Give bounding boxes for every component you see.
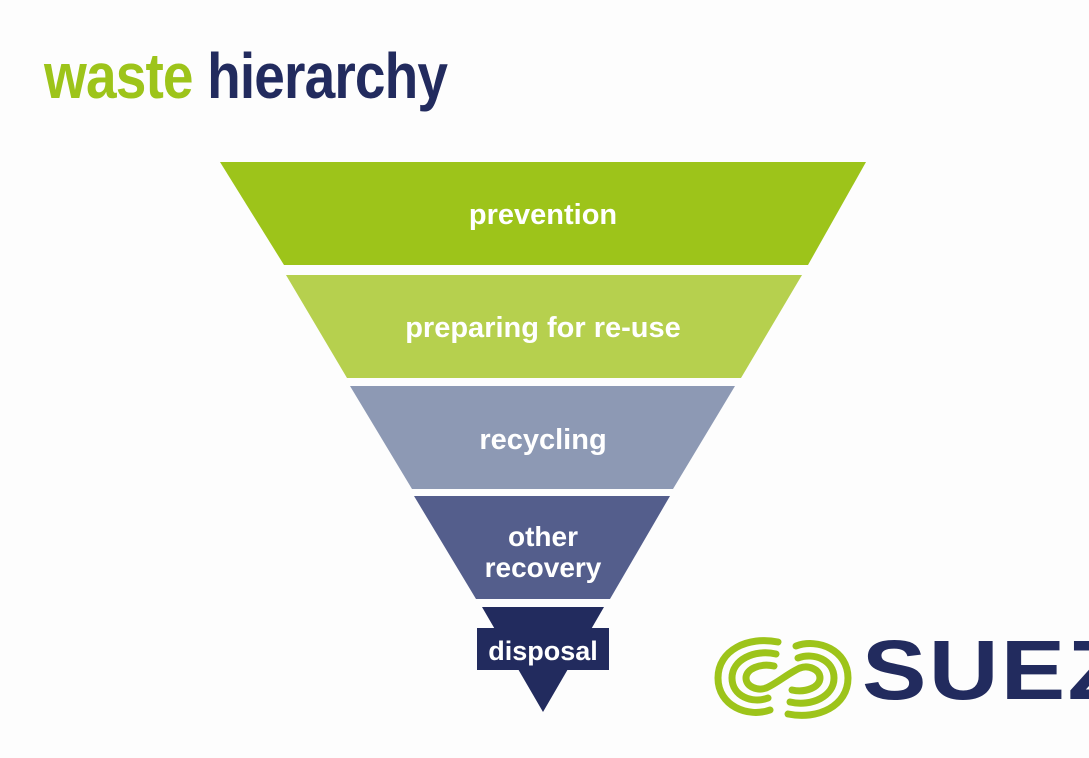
tier-recycling-shape: [350, 386, 735, 489]
tier-recycling-label: recycling: [479, 424, 606, 456]
tier-disposal-label-box: [477, 628, 609, 670]
suez-logo-icon: [714, 637, 852, 719]
tier-other-recovery-label-line1: other: [508, 521, 578, 552]
tier-preparing-for-reuse-label: preparing for re-use: [405, 312, 681, 344]
tier-disposal-label: disposal: [488, 636, 598, 666]
page-title: waste hierarchy: [44, 38, 448, 115]
title-word-waste: waste: [44, 40, 194, 112]
tier-prevention-shape: [220, 162, 866, 265]
tier-prevention-label: prevention: [469, 199, 617, 231]
suez-logo-wordmark: SUEZ: [862, 623, 1089, 717]
tier-preparing-for-reuse-shape: [286, 275, 802, 378]
tier-other-recovery-shape: [414, 496, 670, 599]
title-word-hierarchy: hierarchy: [207, 40, 448, 112]
tier-other-recovery-label-line2: recovery: [485, 552, 602, 583]
